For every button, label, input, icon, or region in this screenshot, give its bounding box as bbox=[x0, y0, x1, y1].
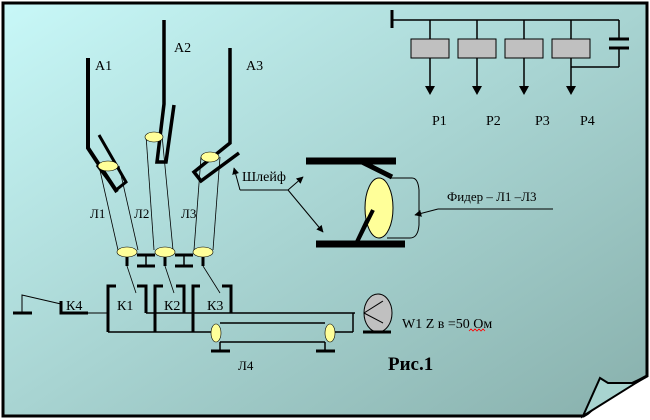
relay-p2-coil bbox=[457, 38, 497, 59]
shleif-label: Шлейф bbox=[242, 170, 286, 185]
l1-edge-left bbox=[98, 165, 119, 251]
feeder-grounds bbox=[125, 253, 205, 268]
antenna-a3 bbox=[191, 48, 241, 184]
feeder-label: Фидер – Л1 –Л3 bbox=[447, 189, 537, 204]
w1-label-text: W1 Z в =50 bbox=[402, 317, 473, 332]
switch-k3 bbox=[191, 284, 200, 332]
relay-arrows bbox=[425, 86, 576, 95]
relay-label-p4: Р4 bbox=[580, 114, 595, 129]
l1-top-end bbox=[97, 160, 119, 172]
l2-top-end bbox=[144, 131, 164, 143]
l3-edge-left bbox=[193, 156, 202, 251]
dish-icon bbox=[363, 293, 393, 333]
feeder-ends bbox=[97, 131, 220, 258]
relay-p3-arrow-icon bbox=[519, 86, 529, 95]
w1-unit: Ом bbox=[473, 317, 492, 332]
w1-label: W1 Z в =50 Ом bbox=[402, 317, 492, 332]
relay-p4-arrow-icon bbox=[566, 86, 576, 95]
l2-edge-left bbox=[145, 134, 155, 251]
l3-edge-right bbox=[212, 156, 221, 251]
dish-antenna-w1 bbox=[363, 293, 393, 334]
feeder-cylinders bbox=[98, 134, 221, 251]
feeder-pointer bbox=[414, 208, 553, 217]
relay-p4-coil bbox=[551, 38, 591, 59]
relay-p2-arrow-icon bbox=[472, 86, 482, 95]
switch-k1 bbox=[106, 284, 116, 332]
line-label-l3: Л3 bbox=[181, 206, 196, 221]
antenna-label-a3: А3 bbox=[246, 59, 263, 74]
relay-p1-coil bbox=[410, 38, 450, 59]
l4-right-end bbox=[324, 323, 336, 343]
paper-curl-cutout bbox=[583, 378, 649, 418]
relay-p1-arrow-icon bbox=[425, 86, 435, 95]
shleif-pointers bbox=[232, 167, 324, 233]
paper-curl bbox=[580, 375, 648, 419]
antenna-a2 bbox=[155, 20, 176, 164]
spell-check-underline bbox=[468, 328, 486, 332]
switch-label-k1: К1 bbox=[117, 299, 133, 314]
l3-top-end bbox=[200, 151, 220, 163]
relay-label-p2: Р2 bbox=[486, 114, 501, 129]
antenna-label-a2: А2 bbox=[174, 41, 191, 56]
relay-label-p3: Р3 bbox=[535, 114, 550, 129]
l3-bottom-end bbox=[192, 246, 214, 258]
l1-bottom-end bbox=[116, 246, 138, 258]
line-label-l1: Л1 bbox=[90, 206, 105, 221]
switch-label-k2: К2 bbox=[164, 299, 180, 314]
relay-block bbox=[390, 10, 629, 88]
antennas bbox=[86, 20, 241, 194]
l2-edge-right bbox=[161, 134, 174, 251]
line-label-l4: Л4 bbox=[238, 358, 254, 373]
shleif-cross-section bbox=[364, 177, 394, 239]
l1-edge-right bbox=[118, 165, 139, 251]
antenna-a1-loop bbox=[95, 134, 128, 193]
relay-label-p1: Р1 bbox=[432, 114, 447, 129]
switch-label-k4: К4 bbox=[66, 299, 82, 314]
antenna-label-a1: А1 bbox=[95, 59, 112, 74]
feeder-to-switch-leads bbox=[126, 265, 221, 294]
relay-p3-coil bbox=[504, 38, 544, 59]
figure-caption: Рис.1 bbox=[388, 354, 433, 375]
l2-bottom-end bbox=[154, 246, 176, 258]
line-l4 bbox=[211, 313, 354, 353]
line-label-l2: Л2 bbox=[134, 206, 149, 221]
switch-label-k3: К3 bbox=[207, 299, 223, 314]
l4-left-end bbox=[210, 323, 222, 343]
switch-block bbox=[13, 284, 355, 333]
switch-k2 bbox=[153, 284, 163, 332]
